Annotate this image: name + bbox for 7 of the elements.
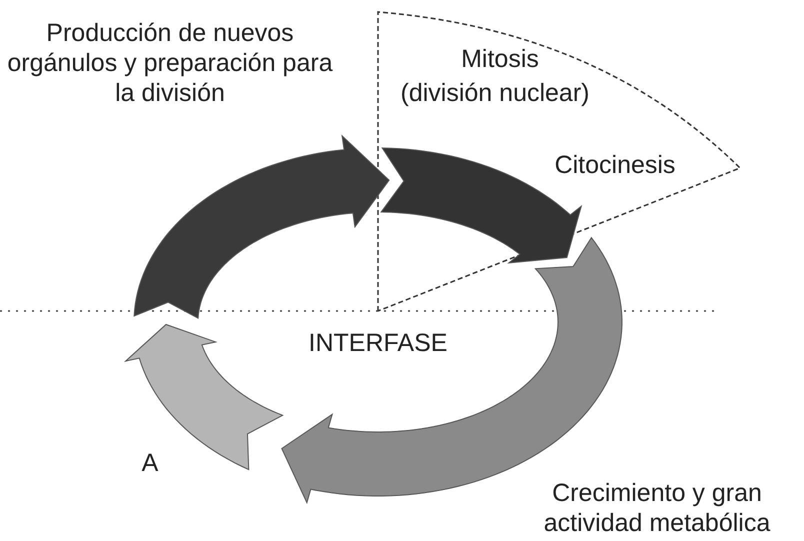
phase-label: Mitosis: [460, 44, 540, 74]
phase-label: INTERFASE: [308, 328, 448, 358]
phase-label: Citocinesis: [554, 150, 676, 180]
phase-label: Producción de nuevos orgánulos y preparación para la división: [6, 18, 334, 108]
phase-label: Crecimiento y gran actividad metabólica: [542, 478, 772, 538]
phase-label: (división nuclear): [400, 78, 590, 108]
callout-letter: A: [140, 448, 160, 478]
